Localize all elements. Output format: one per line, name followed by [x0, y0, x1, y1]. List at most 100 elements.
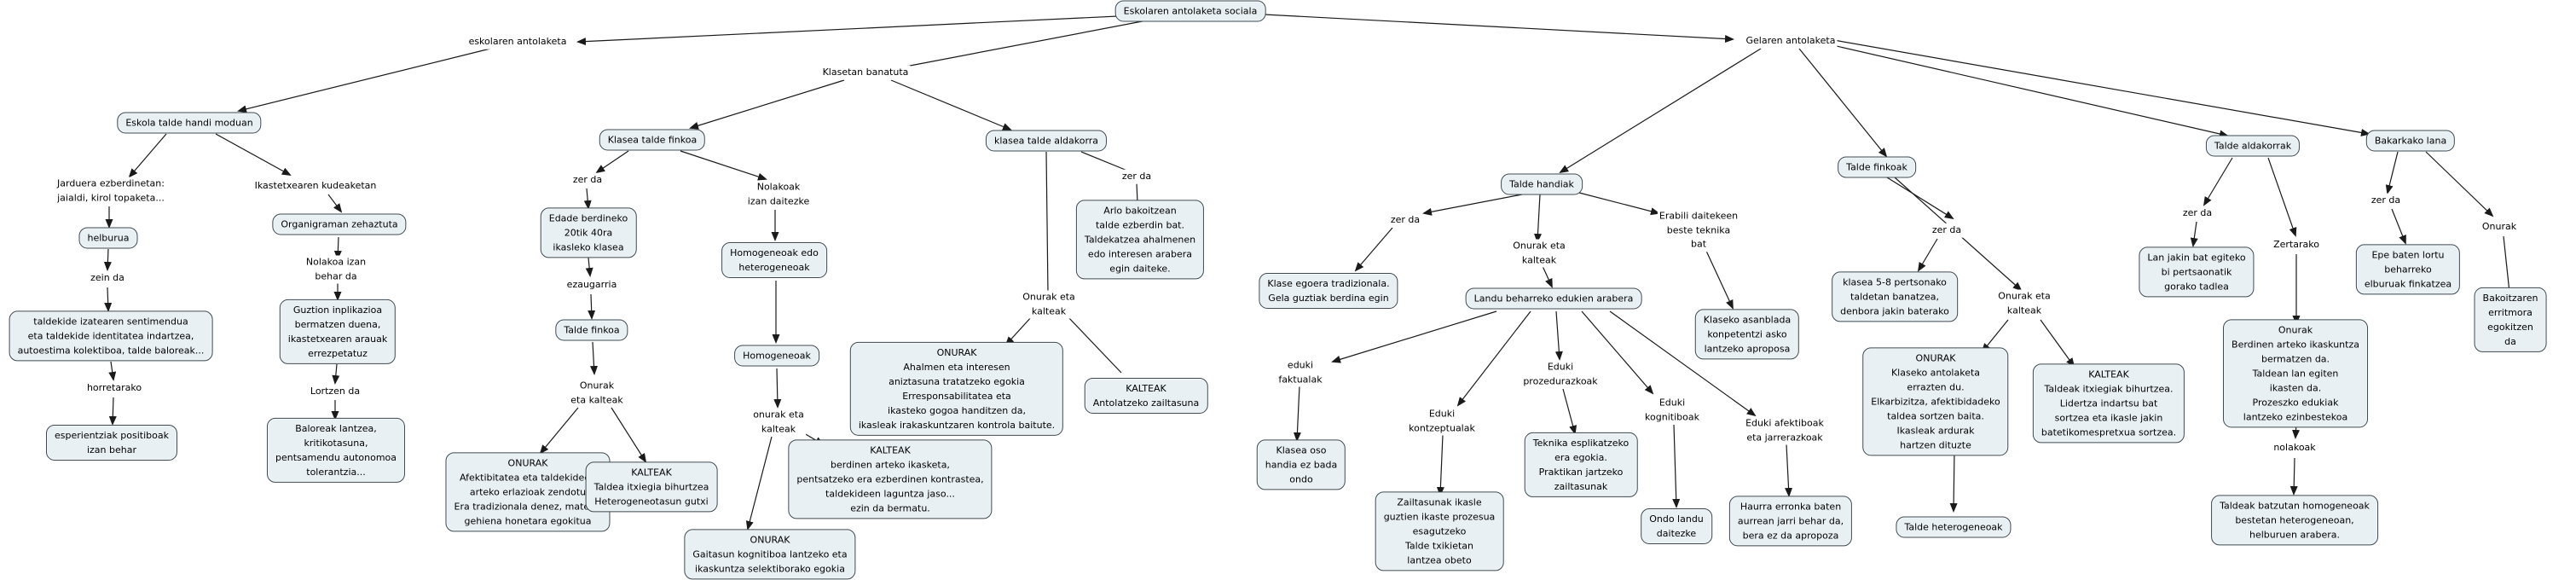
- concept-organigraman[interactable]: Organigraman zehaztuta: [272, 213, 407, 235]
- link-label-zein-da[interactable]: zein da: [89, 270, 126, 286]
- link-label-onurak-eta-kalteak-aldakorra[interactable]: Onurak eta kalteak: [1021, 290, 1077, 319]
- edge-line: [585, 257, 593, 277]
- concept-talde-finkoa[interactable]: Talde finkoa: [555, 319, 628, 341]
- concept-epe-baten[interactable]: Epe baten lortu beharreko elburuak finka…: [2355, 244, 2461, 295]
- link-label-zer-da-aldakorra[interactable]: zer da: [1120, 169, 1154, 184]
- edge-line: [1456, 310, 1531, 407]
- edge-line: [1542, 265, 1553, 288]
- concept-talde-aldakorrak[interactable]: Talde aldakorrak: [2205, 135, 2301, 157]
- edge-line: [1798, 48, 1888, 158]
- edge-line: [2203, 157, 2233, 206]
- edge-line: [1247, 13, 1734, 44]
- concept-taldeak-batzutan[interactable]: Taldeak batzutan homogeneoak bestetan he…: [2211, 495, 2378, 546]
- edge-line: [333, 236, 342, 260]
- edge-line: [1067, 316, 1122, 374]
- concept-bakarkako-lana[interactable]: Bakarkako lana: [2365, 130, 2456, 152]
- link-label-nolakoak[interactable]: nolakoak: [2272, 440, 2318, 455]
- concept-zailtasunak[interactable]: Zailtasunak ikasle guztien ikaste prozes…: [1375, 491, 1504, 571]
- concept-homogeneoak[interactable]: Homogeneoak: [734, 345, 819, 367]
- link-label-zer-da-handiak[interactable]: zer da: [1388, 212, 1422, 228]
- concept-kalteak-aldakor[interactable]: KALTEAK Antolatzeko zailtasuna: [1084, 377, 1208, 415]
- edge-line: [905, 19, 1152, 67]
- concept-baloreak[interactable]: Baloreak lantzea, kritikotasuna, pentsam…: [266, 417, 406, 484]
- concept-talde-handiak[interactable]: Talde handiak: [1501, 173, 1583, 195]
- concept-helburua[interactable]: helburua: [78, 227, 138, 249]
- edge-line: [595, 150, 629, 174]
- edge-line: [1578, 192, 1660, 216]
- link-label-zer-da-finkoa[interactable]: zer da: [570, 172, 605, 188]
- concept-bakoitzaren[interactable]: Bakoitzaren erritmora egokitzen da: [2474, 287, 2547, 353]
- edge-line: [1981, 319, 2009, 353]
- link-label-onurak-eta-kalteak-handiak[interactable]: Onurak eta kalteak: [1511, 239, 1567, 268]
- edge-line: [1004, 316, 1033, 346]
- concept-haurra-erronka[interactable]: Haurra erronka baten aurrean jarri behar…: [1728, 496, 1853, 547]
- link-label-ikastetxearen[interactable]: Ikastetxearen kudeaketan: [252, 178, 379, 194]
- concept-eskola-talde-handi[interactable]: Eskola talde handi moduan: [117, 112, 262, 134]
- concept-arlo-bakoitzean[interactable]: Arlo bakoitzean talde ezberdin bat. Tald…: [1075, 200, 1205, 280]
- concept-klasea-5-8[interactable]: klasea 5-8 pertsonako taldetan banatzea,…: [1832, 271, 1958, 322]
- edge-line: [1917, 238, 1938, 272]
- link-label-zer-da-bakarkako[interactable]: zer da: [2369, 193, 2403, 208]
- edge-line: [539, 407, 579, 455]
- edge-line: [1559, 48, 1762, 174]
- concept-klasea-talde-aldakorra[interactable]: klasea talde aldakorra: [985, 130, 1108, 152]
- concept-teknika[interactable]: Teknika esplikatzeko era egokia. Praktik…: [1524, 432, 1638, 498]
- concept-taldekide[interactable]: taldekide izatearen sentimendua eta tald…: [9, 310, 213, 362]
- concept-esperientziak[interactable]: esperientziak positiboak izan behar: [45, 424, 178, 461]
- link-label-zertarako[interactable]: Zertarako: [2272, 237, 2321, 252]
- concept-kalteak-talde-finkoak[interactable]: KALTEAK Taldeak itxiegiak bihurtzea. Lid…: [2032, 363, 2185, 444]
- edge-line: [2040, 319, 2075, 368]
- edge-line: [2385, 151, 2399, 194]
- link-label-zer-da-talde-finkoak[interactable]: zer da: [1930, 223, 1964, 238]
- concept-landu-beharreko[interactable]: Landu beharreko edukien arabera: [1465, 287, 1642, 310]
- edge-line: [108, 361, 117, 381]
- link-label-eskolaren-antolaketa[interactable]: eskolaren antolaketa: [466, 34, 569, 49]
- link-label-onurak-bakarkako[interactable]: Onurak: [2480, 219, 2519, 235]
- concept-klasea-oso[interactable]: Klasea oso handia ez bada ondo: [1256, 439, 1346, 490]
- concept-klasea-talde-finkoa[interactable]: Klasea talde finkoa: [599, 129, 706, 151]
- link-label-nolakoa-izan[interactable]: Nolakoa izan behar da: [304, 255, 368, 284]
- link-label-lortzen-da[interactable]: Lortzen da: [308, 384, 362, 399]
- link-label-onurak-eta-kalteak-finkoa[interactable]: Onurak eta kalteak: [569, 379, 625, 408]
- link-label-eduki-prozedurazkoak[interactable]: Eduki prozedurazkoak: [1521, 360, 1600, 389]
- link-label-onurak-eta-kalteak-talde-finkoak[interactable]: Onurak eta kalteak: [1996, 289, 2052, 318]
- link-label-erabili-daitekeen[interactable]: Erabili daitekeen beste teknika bat: [1657, 209, 1740, 252]
- edge-line: [1293, 385, 1301, 442]
- link-label-klasetan-banatuta[interactable]: Klasetan banatuta: [820, 65, 911, 80]
- edge-line: [1436, 434, 1444, 496]
- concept-root[interactable]: Eskolaren antolaketa sociala: [1114, 0, 1266, 22]
- concept-edade-berdineko[interactable]: Edade berdineko 20tik 40ra ikasleko klas…: [540, 207, 637, 258]
- concept-klaseko-asanblada[interactable]: Klaseko asanblada konpetentzi asko lantz…: [1694, 309, 1800, 360]
- link-label-jarduera[interactable]: Jarduera ezberdinetan: jaialdi, kirol to…: [55, 177, 166, 206]
- link-label-eduki-faktualak[interactable]: eduki faktualak: [1276, 358, 1324, 387]
- edge-line: [576, 14, 1137, 46]
- concept-kalteak-homog[interactable]: KALTEAK berdinen arteko ikasketa, pentsa…: [788, 439, 993, 519]
- concept-guztion[interactable]: Guztion inplikazioa bermatzen duena, ika…: [279, 299, 397, 365]
- concept-onurak-homog[interactable]: ONURAK Gaitasun kognitiboa lantzeko eta …: [684, 529, 856, 580]
- link-label-eduki-kontzeptualak[interactable]: Eduki kontzeptualak: [1407, 407, 1477, 436]
- concept-talde-finkoak[interactable]: Talde finkoak: [1838, 156, 1916, 178]
- concept-onurak-finko[interactable]: ONURAK Afektibitatea eta taldekideen art…: [445, 452, 611, 532]
- edge-line: [103, 248, 112, 271]
- concept-ondo-landu[interactable]: Ondo landu daitezke: [1641, 508, 1712, 545]
- link-label-horretarako[interactable]: horretarako: [84, 380, 144, 396]
- link-label-ezaugarria[interactable]: ezaugarria: [564, 277, 619, 293]
- link-label-nolakoak-izan[interactable]: Nolakoak izan daitezke: [745, 180, 812, 209]
- link-label-eduki-kognitiboak[interactable]: Eduki kognitiboak: [1643, 396, 1701, 425]
- link-label-eduki-afektiboak[interactable]: Eduki afektiboak eta jarrerazkoak: [1744, 416, 1826, 445]
- link-label-gelaren-antolaketa[interactable]: Gelaren antolaketa: [1744, 33, 1838, 49]
- edge-line: [2425, 151, 2494, 218]
- concept-onurak-talde-finkoak[interactable]: ONURAK Klaseko antolaketa errazten du. E…: [1862, 347, 2009, 456]
- concept-lan-jakin[interactable]: Lan jakin bat egiteko bi pertsaonatik go…: [2139, 246, 2255, 298]
- concept-kalteak-finko[interactable]: KALTEAK Taldea itxiegia bihurtzea Hetero…: [585, 461, 718, 513]
- concept-klase-egoera[interactable]: Klase egoera tradizionala. Gela guztiak …: [1259, 272, 1398, 310]
- concept-homogeneoak-edo[interactable]: Homogeneoak edo heterogeneoak: [721, 241, 827, 279]
- concept-onurak-talde-aldakorrak[interactable]: Onurak Berdinen arteko ikaskuntza bermat…: [2223, 319, 2368, 428]
- link-label-zer-da-talde-aldakorrak[interactable]: zer da: [2180, 206, 2214, 221]
- concept-talde-heterogeneoak[interactable]: Talde heterogeneoak: [1896, 516, 2012, 538]
- edge-line: [1331, 310, 1497, 363]
- link-label-onurak-eta-kalteak-homog[interactable]: onurak eta kalteak: [751, 408, 806, 437]
- concept-onurak-aldakor[interactable]: ONURAK Ahalmen eta interesen aniztasuna …: [849, 341, 1064, 437]
